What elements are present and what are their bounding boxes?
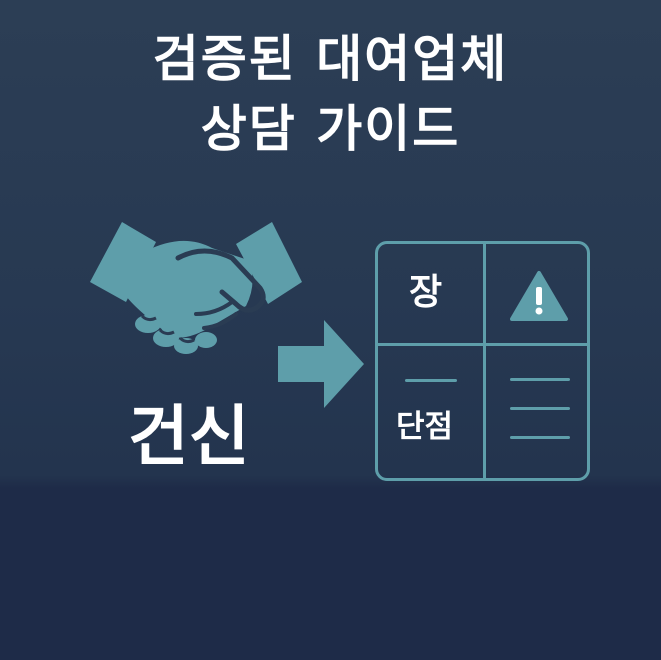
bottom-left-dash <box>405 379 457 382</box>
page-title: 검증된 대여업체 상담 가이드 <box>0 24 661 164</box>
pros-cons-matrix: 장 단점 <box>375 241 590 481</box>
handshake-icon <box>90 222 302 354</box>
bottom-right-line-2 <box>510 407 570 410</box>
title-line-2: 상담 가이드 <box>200 100 461 158</box>
warning-triangle-icon <box>510 271 568 321</box>
matrix-horizontal-divider <box>378 343 587 346</box>
left-label: 건신 <box>128 398 250 475</box>
arrow-right-icon <box>278 320 364 408</box>
bottom-right-line-3 <box>510 436 570 439</box>
bottom-right-line-1 <box>510 378 570 381</box>
matrix-vertical-divider <box>483 244 486 478</box>
matrix-top-left-label: 장 <box>409 272 443 313</box>
title-line-1: 검증된 대여업체 <box>152 30 509 88</box>
matrix-bottom-left-label: 단점 <box>396 409 454 445</box>
